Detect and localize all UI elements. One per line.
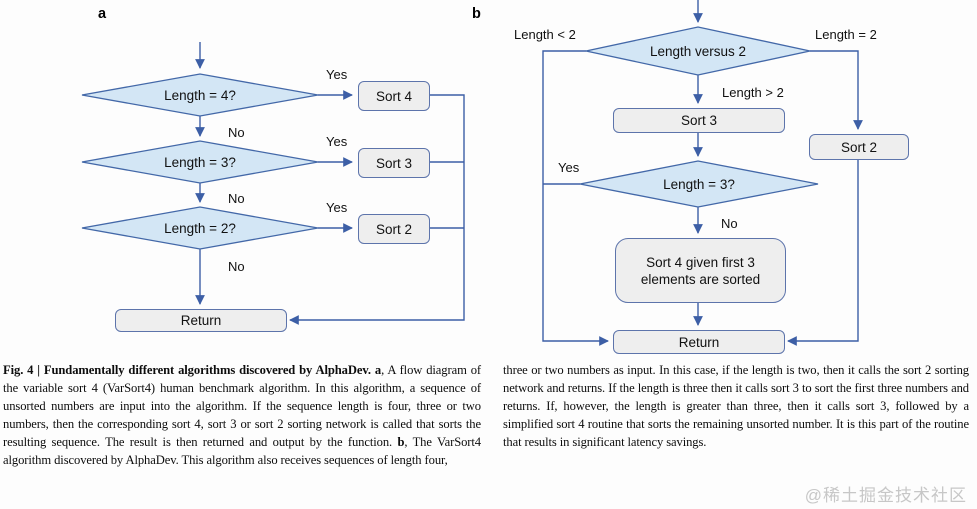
b-sort4-partial-box: Sort 4 given first 3 elements are sorted bbox=[615, 238, 786, 303]
a-condition-length-2: Length = 2? bbox=[164, 220, 236, 236]
a-no2-label: No bbox=[228, 191, 245, 206]
b-length-gt-2-label: Length > 2 bbox=[722, 85, 784, 100]
a-sort2-box: Sort 2 bbox=[358, 214, 430, 244]
a-no1-label: No bbox=[228, 125, 245, 140]
caption-panel-b-ref: b bbox=[397, 434, 405, 449]
caption-left-column: Fig. 4 | Fundamentally different algorit… bbox=[3, 362, 481, 469]
b-length-eq-2-label: Length = 2 bbox=[815, 27, 877, 42]
a-merge-to-return-arrow bbox=[289, 94, 465, 325]
b-yes-label: Yes bbox=[558, 160, 580, 175]
juejin-watermark: @稀土掘金技术社区 bbox=[804, 486, 967, 505]
b-eq2-to-sort2-arrow bbox=[810, 50, 863, 130]
b-no-label: No bbox=[721, 216, 738, 231]
caption-left-text-b: , The VarSort4 algorithm discovered by A… bbox=[3, 434, 481, 467]
a-sort4-box: Sort 4 bbox=[358, 81, 430, 111]
caption-right-text: three or two numbers as input. In this c… bbox=[503, 363, 969, 449]
b-diamond-length-versus-2 bbox=[585, 26, 811, 76]
a-condition-length-3: Length = 3? bbox=[164, 154, 236, 170]
panel-a-label: a bbox=[98, 6, 107, 22]
a-diamond-length-3 bbox=[81, 140, 319, 184]
a-condition-length-4: Length = 4? bbox=[164, 87, 236, 103]
b-return-box: Return bbox=[613, 330, 785, 354]
figure-caption: Fig. 4 | Fundamentally different algorit… bbox=[3, 362, 971, 469]
b-sort3-box: Sort 3 bbox=[613, 108, 785, 133]
b-diamond-length-3 bbox=[579, 160, 819, 208]
a-diamond-length-4 bbox=[81, 73, 319, 117]
b-sort2-box: Sort 2 bbox=[809, 134, 909, 160]
a-sort3-box: Sort 3 bbox=[358, 148, 430, 178]
a-return-box: Return bbox=[115, 309, 287, 332]
a-diamond-length-2 bbox=[81, 206, 319, 250]
a-no3-label: No bbox=[228, 259, 245, 274]
b-length-lt-2-label: Length < 2 bbox=[514, 27, 576, 42]
a-yes2-label: Yes bbox=[326, 134, 348, 149]
b-lt2-to-return-arrow bbox=[542, 50, 609, 346]
panel-b-label: b bbox=[472, 6, 481, 22]
b-condition-length-3: Length = 3? bbox=[663, 176, 735, 192]
b-sort2-to-return-arrow bbox=[787, 158, 859, 346]
caption-panel-a-ref: a bbox=[374, 363, 382, 377]
caption-right-column: three or two numbers as input. In this c… bbox=[503, 362, 969, 469]
a-yes1-label: Yes bbox=[326, 67, 348, 82]
a-yes3-label: Yes bbox=[326, 200, 348, 215]
b-sort4-partial-text: Sort 4 given first 3 elements are sorted bbox=[640, 254, 761, 287]
caption-title: Fig. 4 | Fundamentally different algorit… bbox=[3, 363, 371, 377]
caption-left-text-a: , A flow diagram of the variable sort 4 … bbox=[3, 363, 481, 449]
b-condition-length-versus-2: Length versus 2 bbox=[649, 43, 747, 59]
